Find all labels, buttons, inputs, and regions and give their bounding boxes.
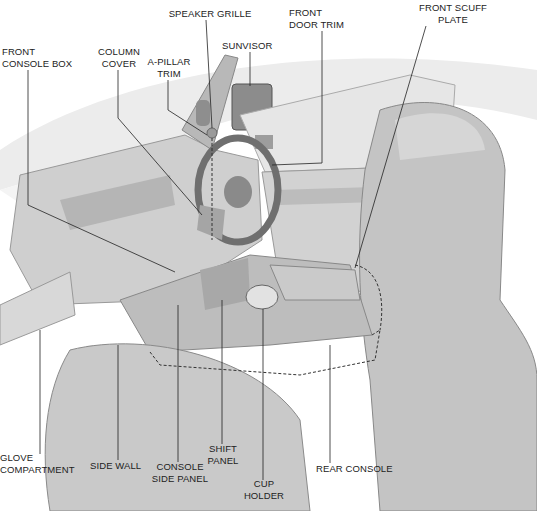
hidden-outline	[212, 138, 213, 240]
hidden-outline	[150, 330, 380, 375]
leader-line	[40, 330, 41, 454]
part-label: SUNVISOR	[222, 40, 282, 52]
passenger-seat	[45, 344, 310, 511]
headrest	[395, 113, 485, 160]
part-label: GLOVE COMPARTMENT	[0, 452, 82, 476]
part-label: CONSOLE SIDE PANEL	[144, 461, 216, 485]
leader-line	[355, 26, 426, 268]
part-label: SPEAKER GRILLE	[160, 8, 260, 20]
shift-panel-part	[200, 258, 250, 310]
steering-wheel	[198, 138, 278, 242]
part-label: SIDE WALL	[90, 460, 154, 472]
column-cover-part	[197, 205, 225, 240]
part-label: SHIFT PANEL	[204, 443, 242, 467]
part-label: FRONT CONSOLE BOX	[2, 46, 78, 70]
instrument-panel	[60, 175, 175, 230]
glove-compartment-part	[0, 272, 75, 345]
console	[120, 255, 372, 352]
leader-line	[206, 20, 212, 128]
leader-line	[330, 345, 331, 463]
cup-holder-part	[246, 285, 278, 309]
part-label: COLUMN COVER	[92, 46, 146, 70]
armrest	[270, 265, 360, 300]
part-label: FRONT DOOR TRIM	[289, 7, 349, 31]
leader-line	[118, 70, 202, 215]
leader-lines	[28, 20, 426, 480]
leader-line	[28, 70, 175, 272]
part-label: A-PILLAR TRIM	[140, 56, 198, 80]
part-label: CUP HOLDER	[242, 478, 286, 502]
leader-line	[168, 80, 207, 135]
hidden-outline	[355, 265, 382, 330]
part-label: FRONT SCUFF PLATE	[412, 2, 494, 26]
leader-line	[250, 52, 251, 86]
leader-line	[272, 31, 322, 165]
mirror	[196, 100, 210, 126]
speaker-grille-part	[207, 128, 217, 138]
driver-seat	[360, 103, 537, 511]
leader-line	[222, 300, 223, 444]
steering-hub	[224, 176, 252, 208]
leader-line	[178, 305, 179, 462]
leader-line	[118, 345, 119, 460]
part-label: REAR CONSOLE	[316, 463, 416, 475]
leader-line	[263, 309, 264, 480]
